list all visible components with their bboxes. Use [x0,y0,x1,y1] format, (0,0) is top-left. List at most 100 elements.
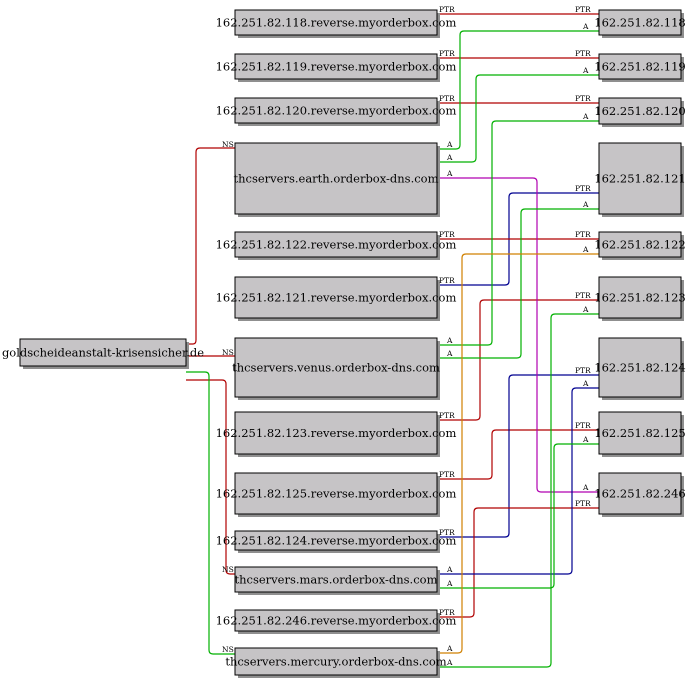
edge-label-ip246-ptr: PTR [575,499,591,508]
node-rev118[interactable]: 162.251.82.118.reverse.myorderbox.com [216,9,457,38]
node-rev119[interactable]: 162.251.82.119.reverse.myorderbox.com [216,53,457,82]
edge-label-domain-ns: NS [222,645,234,654]
edge-mars-to-ip125 [437,443,599,589]
edge-domain-to-earth [186,147,235,345]
node-box [598,142,682,215]
edge-label-ip121-ptr: PTR [575,184,591,193]
edge-domain-to-mars [186,379,235,575]
edge-label-rev120-ptr: PTR [439,94,455,103]
edge-label-mercury-a: A [446,658,453,667]
node-box [598,411,682,455]
node-rev121[interactable]: 162.251.82.121.reverse.myorderbox.com [216,276,457,321]
node-box [598,472,682,515]
node-box [598,231,682,258]
edge-rev124-to-ip124 [437,374,599,538]
edge-earth-to-ip246 [437,177,599,493]
edge-label-ip124-ptr: PTR [575,366,591,375]
edge-label-rev119-ptr: PTR [439,49,455,58]
node-label: 162.251.82.125.reverse.myorderbox.com [216,487,457,501]
edge-rev246-to-ip246 [437,507,599,618]
node-label: 162.251.82.123 [594,291,685,305]
node-mars[interactable]: thcservers.mars.orderbox-dns.com [234,566,440,595]
node-box [234,472,438,515]
node-label: 162.251.82.122 [594,238,685,252]
edge-label-ip122-ptr: PTR [575,230,591,239]
edge-label-mars-a: A [446,579,453,588]
edge-label-domain-ns: NS [222,565,234,574]
node-box [234,566,438,593]
edge-label-ip122-a: A [582,245,589,254]
node-rev123[interactable]: 162.251.82.123.reverse.myorderbox.com [216,411,457,457]
node-rev122[interactable]: 162.251.82.122.reverse.myorderbox.com [216,231,457,260]
edge-label-venus-a: A [446,349,453,358]
node-label: 162.251.82.124.reverse.myorderbox.com [216,534,457,548]
node-box [234,647,438,676]
node-box [598,9,682,36]
edge-label-ip120-ptr: PTR [575,94,591,103]
edge-rev125-to-ip125 [437,429,599,480]
node-ip123[interactable]: 162.251.82.123 [594,276,686,321]
edge-label-rev123-ptr: PTR [439,411,455,420]
edge-label-ip120-a: A [582,112,589,121]
edge-label-earth-a: A [446,169,453,178]
node-label: 162.251.82.122.reverse.myorderbox.com [216,238,457,252]
node-label: 162.251.82.119 [594,60,685,74]
node-mercury[interactable]: thcservers.mercury.orderbox-dns.com [225,647,447,678]
node-box [234,9,438,36]
edge-label-ip121-a: A [582,200,589,209]
node-ip246[interactable]: 162.251.82.246 [594,472,686,517]
node-label: 162.251.82.124 [594,361,685,375]
node-ip125[interactable]: 162.251.82.125 [594,411,686,457]
edge-layer [186,13,599,668]
edge-earth-to-ip119 [437,74,599,163]
edge-venus-to-ip120 [437,120,599,346]
node-earth[interactable]: thcservers.earth.orderbox-dns.com [233,142,440,217]
edge-label-domain-ns: NS [222,348,234,357]
edge-label-ip119-a: A [582,66,589,75]
node-ip119[interactable]: 162.251.82.119 [594,53,686,82]
node-box [234,411,438,455]
node-rev120[interactable]: 162.251.82.120.reverse.myorderbox.com [216,97,457,126]
node-ip118[interactable]: 162.251.82.118 [594,9,686,38]
node-venus[interactable]: thcservers.venus.orderbox-dns.com [232,337,440,400]
node-box [598,276,682,319]
edge-label-ip125-a: A [582,435,589,444]
edge-label-rev118-ptr: PTR [439,5,455,14]
edge-label-ip246-a: A [582,483,589,492]
node-box [234,337,438,398]
node-rev246[interactable]: 162.251.82.246.reverse.myorderbox.com [216,609,457,634]
node-label: goldscheideanstalt-krisensicher.de [2,346,204,360]
node-box [234,231,438,258]
edge-label-venus-a: A [446,336,453,345]
edge-label-mercury-a: A [446,644,453,653]
node-ip121[interactable]: 162.251.82.121 [594,142,686,217]
node-box [19,338,187,367]
edge-mars-to-ip124 [437,387,599,575]
node-label: 162.251.82.246 [594,487,685,501]
node-ip124[interactable]: 162.251.82.124 [594,337,686,400]
node-rev124[interactable]: 162.251.82.124.reverse.myorderbox.com [216,530,457,553]
node-box [598,53,682,80]
edge-label-rev246-ptr: PTR [439,608,455,617]
node-box [234,530,438,551]
node-rev125[interactable]: 162.251.82.125.reverse.myorderbox.com [216,472,457,517]
node-label: thcservers.mercury.orderbox-dns.com [225,655,446,669]
edge-label-rev124-ptr: PTR [439,528,455,537]
node-ip122[interactable]: 162.251.82.122 [594,231,686,260]
node-domain[interactable]: goldscheideanstalt-krisensicher.de [2,338,204,369]
node-label: 162.251.82.246.reverse.myorderbox.com [216,614,457,628]
edge-earth-to-ip118 [437,30,599,150]
edge-label-rev122-ptr: PTR [439,230,455,239]
node-ip120[interactable]: 162.251.82.120 [594,97,686,127]
edge-label-ip118-ptr: PTR [575,5,591,14]
edge-venus-to-ip121 [437,208,599,359]
node-label: 162.251.82.120 [594,104,685,118]
node-layer: goldscheideanstalt-krisensicher.de thcser… [2,9,686,678]
node-box [234,53,438,80]
node-label: 162.251.82.125 [594,426,685,440]
node-label: 162.251.82.121.reverse.myorderbox.com [216,291,457,305]
node-label: 162.251.82.121 [594,172,685,186]
